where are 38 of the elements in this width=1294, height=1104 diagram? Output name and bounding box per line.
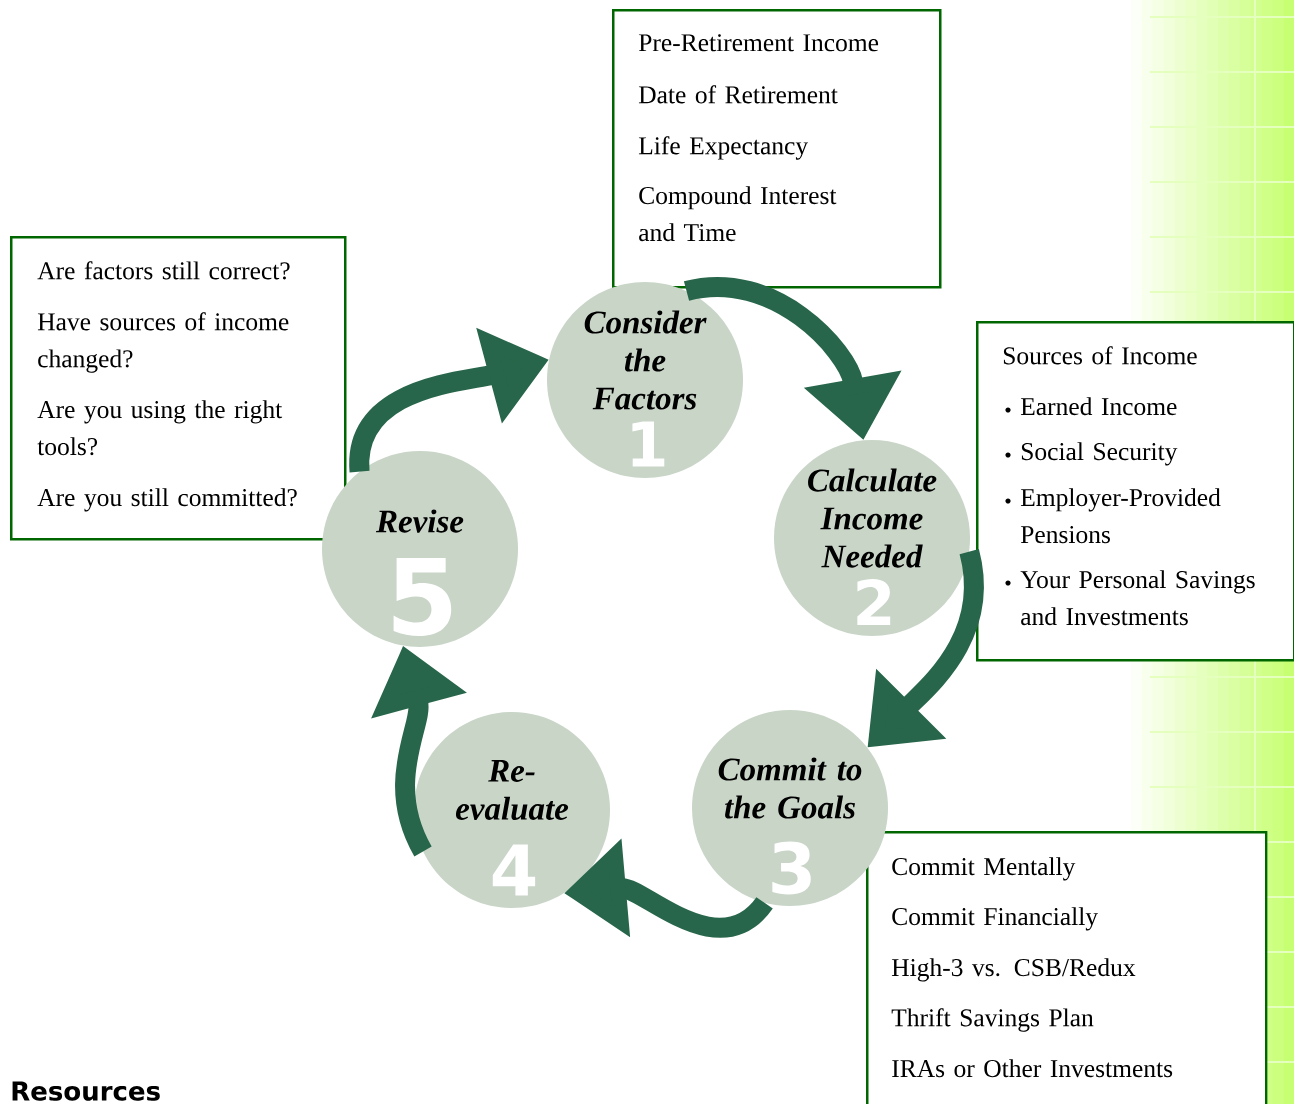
step-title: Calculate Income Needed (808, 468, 937, 568)
list-item: Sources of Income (1003, 346, 1197, 365)
step-circle (692, 710, 888, 906)
info-box (10, 236, 347, 541)
step-circle (322, 451, 518, 647)
section-heading: Resources (12, 1081, 160, 1101)
list-item: Commit Financially (892, 907, 1098, 931)
list-item: Social Security (1021, 442, 1178, 466)
step-circle (774, 440, 970, 636)
step-number: 2 (857, 579, 891, 625)
list-item: Are you using the right tools? (37, 400, 283, 456)
list-item: Commit Mentally (892, 857, 1076, 881)
step-title: Re- evaluate (455, 760, 569, 820)
step-number: 1 (632, 421, 665, 467)
list-item: Earned Income (1020, 397, 1177, 416)
list-item: Thrift Savings Plan (891, 1008, 1094, 1032)
step-title: Consider the Factors (584, 310, 707, 410)
list-item: Are you still committed? (37, 488, 297, 512)
list-item: Your Personal Savings and Investments (1020, 570, 1255, 626)
step-number: 5 (393, 558, 452, 637)
list-item: Employer-Provided Pensions (1020, 488, 1221, 544)
info-box (976, 321, 1294, 662)
list-item: Have sources of income changed? (37, 312, 289, 373)
list-item: Are factors still correct? (37, 261, 290, 280)
step-number: 3 (772, 841, 811, 895)
list-item: Pre-Retirement Income (638, 34, 879, 52)
step-title: Commit to the Goals (718, 757, 862, 819)
step-title: Revise (376, 509, 464, 533)
step-circle (547, 282, 743, 478)
info-box (612, 9, 942, 289)
step-circle (414, 712, 610, 908)
list-item: Life Expectancy (638, 136, 809, 160)
step-number: 4 (492, 844, 536, 896)
list-item: IRAs or Other Investments (892, 1059, 1173, 1078)
list-item: Date of Retirement (638, 85, 838, 104)
info-box (866, 831, 1268, 1104)
list-item: Compound Interest and Time (639, 186, 837, 242)
list-item: High-3 vs. CSB/Redux (891, 958, 1136, 982)
